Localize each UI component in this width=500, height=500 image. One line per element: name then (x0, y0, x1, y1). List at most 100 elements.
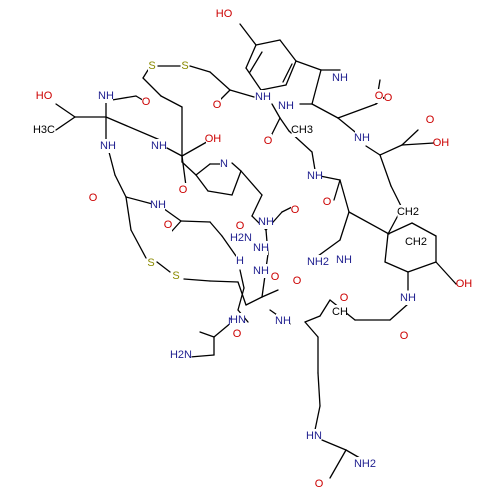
bond-line-88 (189, 65, 211, 73)
atom-label-nh2-urea: NH2 (354, 458, 376, 470)
bond-line-103 (111, 95, 137, 101)
atom-label-bg (401, 291, 415, 305)
bond-line-60 (183, 278, 211, 282)
atom-label-nh-o: NH (275, 315, 291, 327)
bond-line-93 (279, 117, 290, 132)
atom-label-h2n-mid: H2N (230, 232, 252, 244)
bond-line-38 (304, 321, 319, 338)
atom-label-bg (179, 183, 187, 197)
bond-line-42 (321, 439, 347, 451)
bond-line-90 (229, 89, 255, 98)
bond-line-100 (339, 211, 350, 241)
atom-label-nh-b: NH (100, 140, 116, 152)
atom-label-bg (337, 253, 351, 267)
bond-line-59 (156, 261, 171, 273)
bond-line-89 (209, 71, 231, 91)
atom-label-bg (256, 90, 270, 104)
atom-label-bg (375, 89, 383, 103)
atom-label-bg (206, 132, 220, 146)
atom-label-nh-a: NH (98, 90, 114, 102)
bond-line-91 (219, 89, 231, 101)
atom-label-nh-e: NH (278, 100, 294, 112)
atom-label-nh2-mid: NH2 (307, 256, 329, 268)
atom-label-o-f: O (291, 204, 300, 216)
atom-label-bg (315, 477, 323, 491)
bond-line-109 (105, 116, 161, 141)
bond-line-6 (245, 44, 257, 69)
bond-layer (55, 23, 457, 479)
atom-label-o-c: O (264, 135, 273, 147)
bond-line-30 (387, 222, 413, 235)
bond-line-52 (171, 220, 182, 232)
bond-line-25 (384, 233, 389, 263)
bond-line-55 (114, 174, 127, 198)
atom-label-nh-c: NH (151, 140, 167, 152)
bond-line-22 (379, 154, 392, 187)
bond-line-7 (249, 51, 263, 73)
atom-label-bg (400, 329, 408, 343)
atom-label-o-m: O (233, 328, 242, 340)
atom-label-bg (151, 198, 165, 212)
atom-label-nh2-top: NH (332, 72, 348, 84)
atom-label-oh-cooh: OH (433, 137, 450, 149)
atom-label-bg (89, 191, 97, 205)
atom-label-bg (426, 113, 434, 127)
atom-label-bg (405, 235, 427, 249)
atom-label-s4: S (172, 270, 179, 282)
atom-label-ch2-b: CH2 (405, 236, 427, 248)
atom-label-bg (233, 327, 241, 341)
atom-label-bg (230, 231, 252, 245)
bond-line-108 (55, 116, 76, 131)
bond-line-112 (181, 155, 187, 187)
bond-line-64 (261, 289, 279, 298)
bond-line-31 (435, 261, 457, 285)
bond-line-8 (282, 63, 293, 83)
atom-label-bg (254, 264, 268, 278)
atom-label-bg (333, 305, 347, 319)
atom-label-bg (254, 241, 268, 255)
atom-label-o-l: O (340, 292, 349, 304)
atom-label-bg (181, 59, 189, 73)
atom-label-bg (259, 215, 273, 229)
bond-line-1 (255, 39, 281, 46)
atom-label-bg (147, 256, 155, 270)
atom-label-bg (354, 457, 376, 471)
atom-label-o-top1: O (375, 90, 384, 102)
bond-line-66 (199, 331, 215, 338)
atom-label-bg (457, 277, 471, 291)
atom-label-o-a: O (142, 96, 151, 108)
atom-label-bg (148, 59, 156, 73)
atom-label-bg (279, 99, 293, 113)
bond-line-0 (239, 23, 257, 46)
atom-label-o-d: O (179, 184, 188, 196)
atom-label-nh-i: NH (258, 216, 274, 228)
bond-line-3 (285, 60, 297, 86)
bond-line-20 (401, 129, 419, 146)
bond-line-56 (108, 151, 116, 176)
bond-line-76 (231, 162, 242, 172)
atom-label-bg (170, 348, 192, 362)
atom-label-o-top2: O (384, 92, 393, 104)
atom-label-bg (99, 89, 113, 103)
atom-label-nh-k: NH (336, 254, 352, 266)
bond-line-62 (237, 281, 247, 306)
atom-label-bg (384, 91, 392, 105)
bond-line-49 (221, 235, 237, 257)
bond-line-21 (401, 142, 435, 146)
bond-line-79 (195, 174, 209, 192)
atom-label-oh-tyr: HO (216, 8, 233, 20)
atom-label-bg (172, 269, 180, 283)
atom-label-bg (101, 139, 115, 153)
bond-line-36 (319, 299, 331, 317)
atom-label-nh-d: NH (255, 91, 271, 103)
atom-label-s3: S (147, 257, 154, 269)
bond-line-26 (384, 261, 409, 273)
atom-label-bg (152, 139, 166, 153)
atom-label-s2: S (181, 60, 188, 72)
atom-label-o-n: O (400, 330, 409, 342)
bond-line-82 (181, 161, 197, 176)
bond-line-99 (339, 179, 350, 213)
atom-label-bg (231, 313, 245, 327)
